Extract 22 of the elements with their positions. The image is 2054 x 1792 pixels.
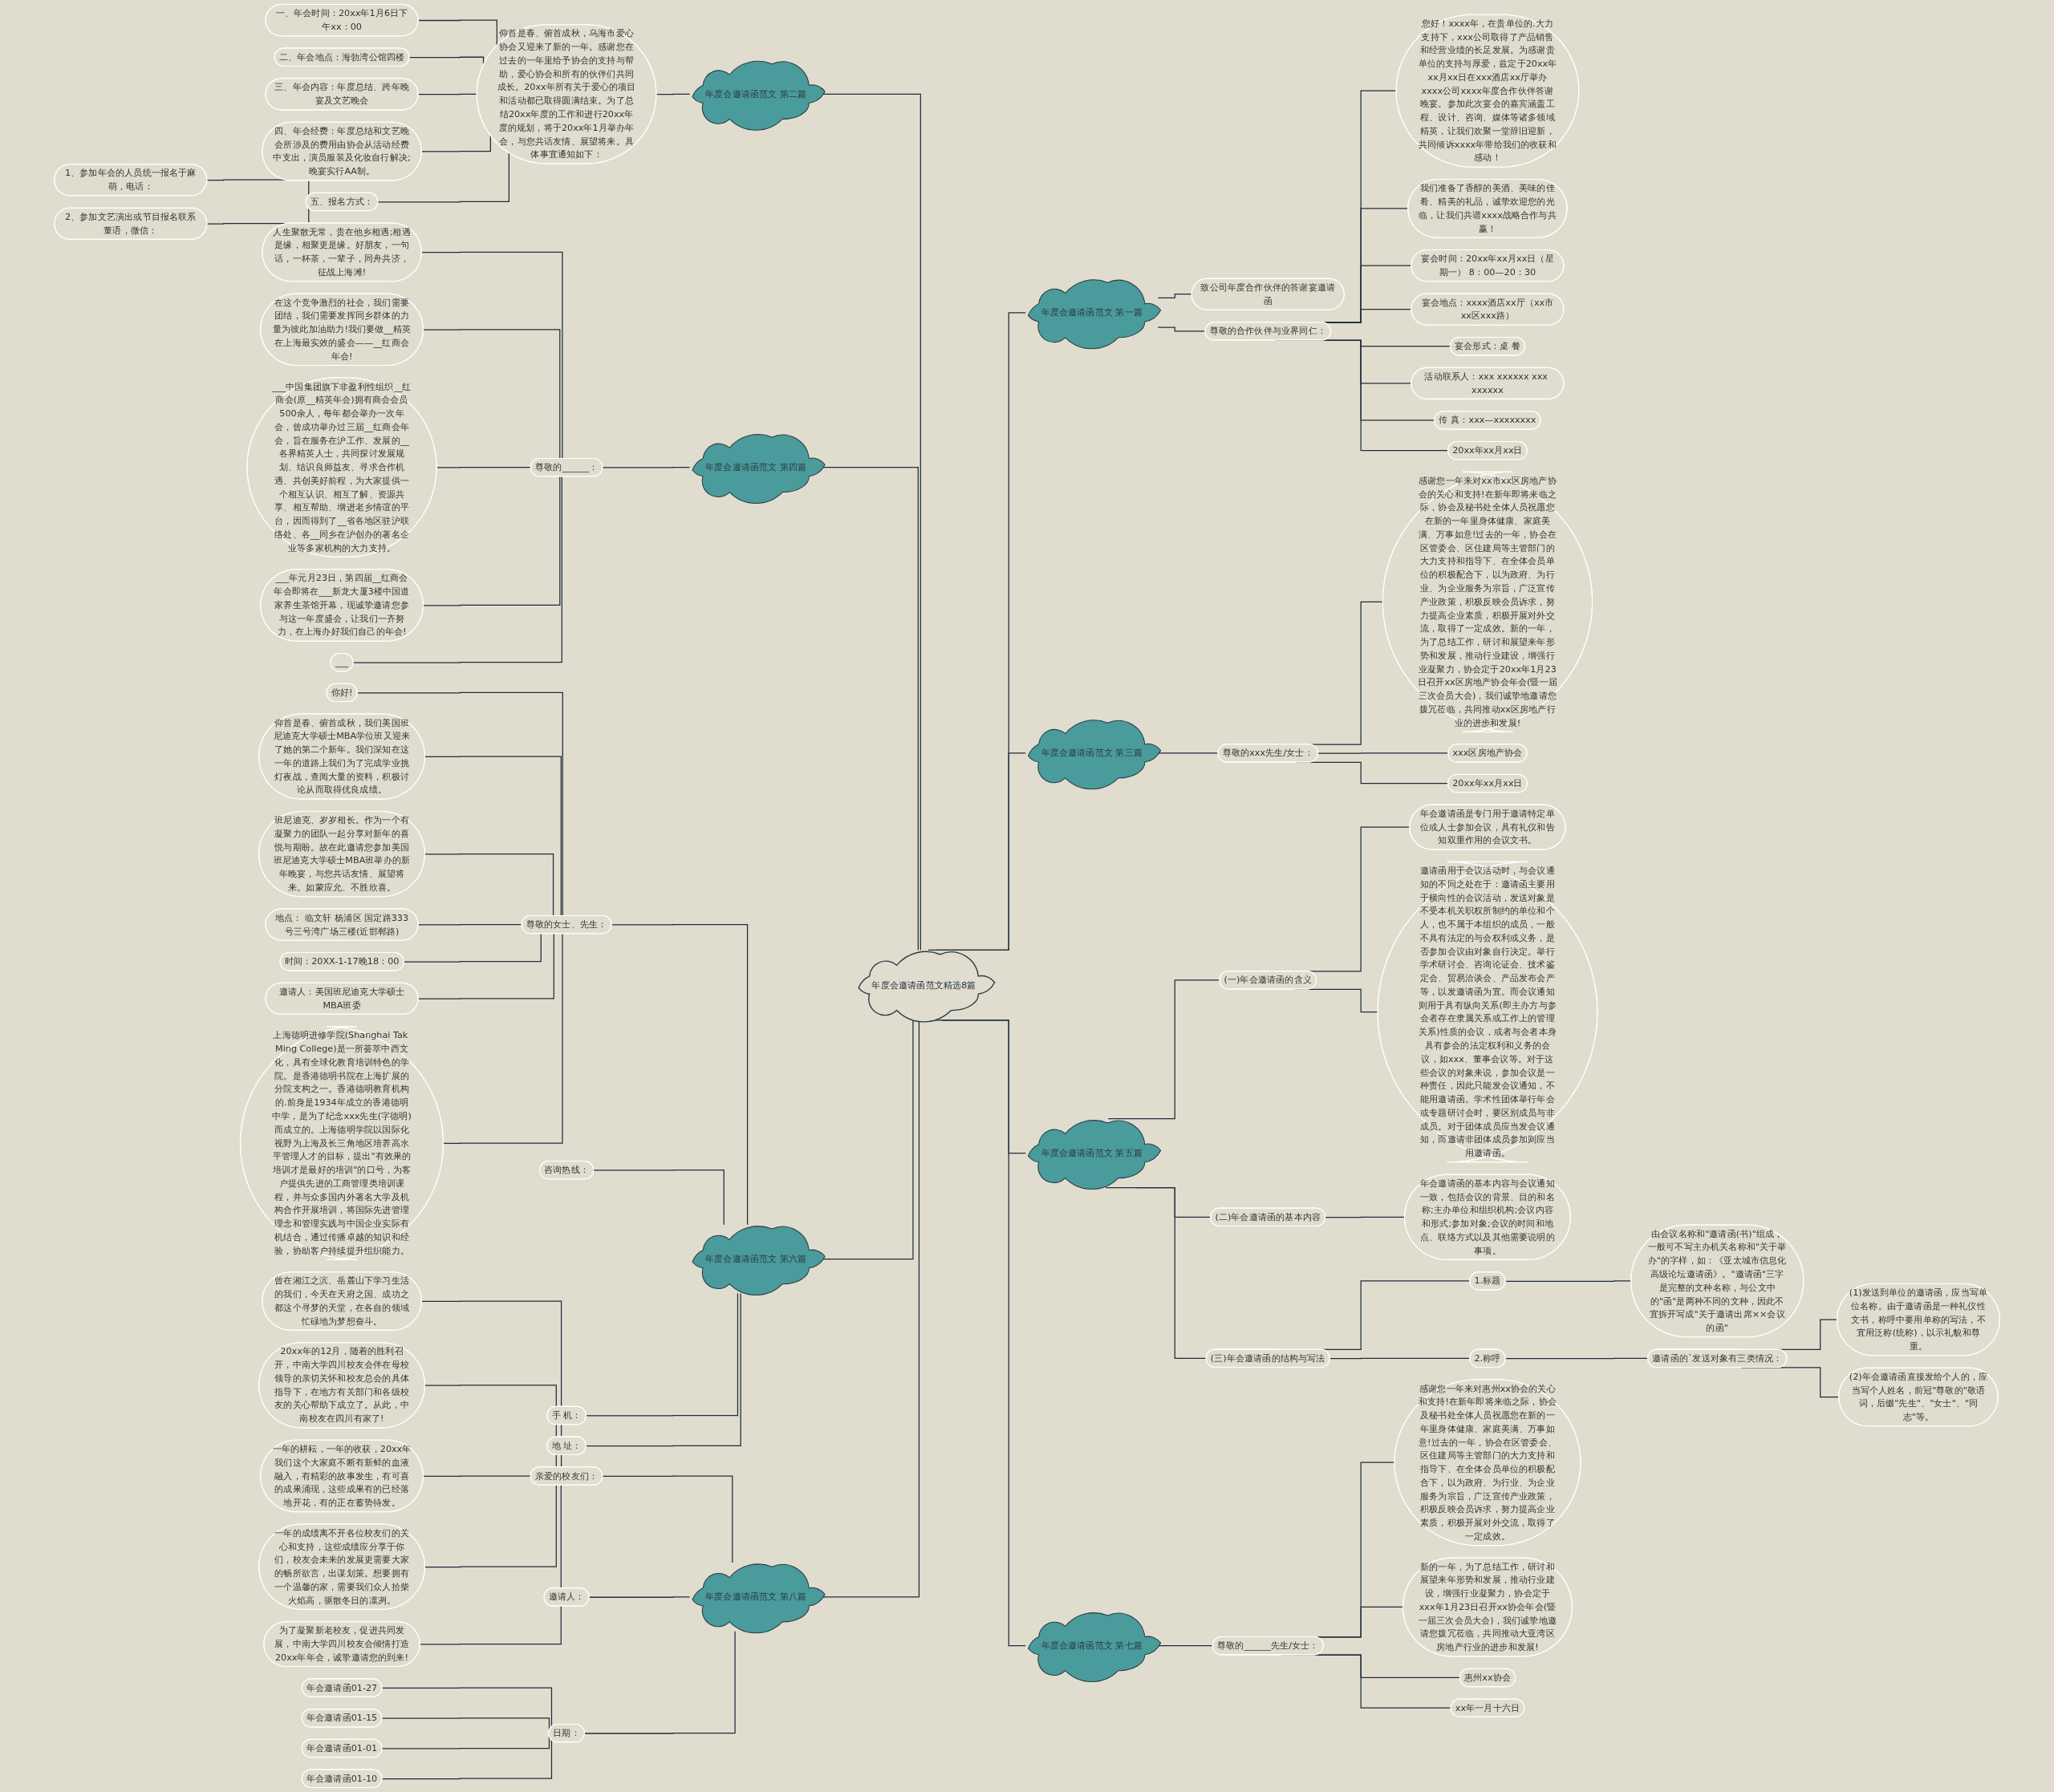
connector [423,329,561,460]
connector [424,756,562,917]
connector [381,1687,553,1728]
connector [611,924,749,1226]
connector [423,476,561,606]
connector [588,1596,691,1598]
connector [593,1169,725,1226]
connector [417,933,554,999]
connector [602,466,691,468]
connector [381,1735,550,1749]
connector [584,1631,736,1734]
connector [424,853,554,917]
connector [381,1739,553,1780]
connector [936,752,1026,951]
connector [443,933,563,1145]
connector [403,933,542,963]
connector [928,312,1026,951]
connector [417,19,497,47]
connector [656,93,691,95]
connector [602,1475,733,1563]
connector [424,1484,557,1568]
connector [377,152,509,203]
